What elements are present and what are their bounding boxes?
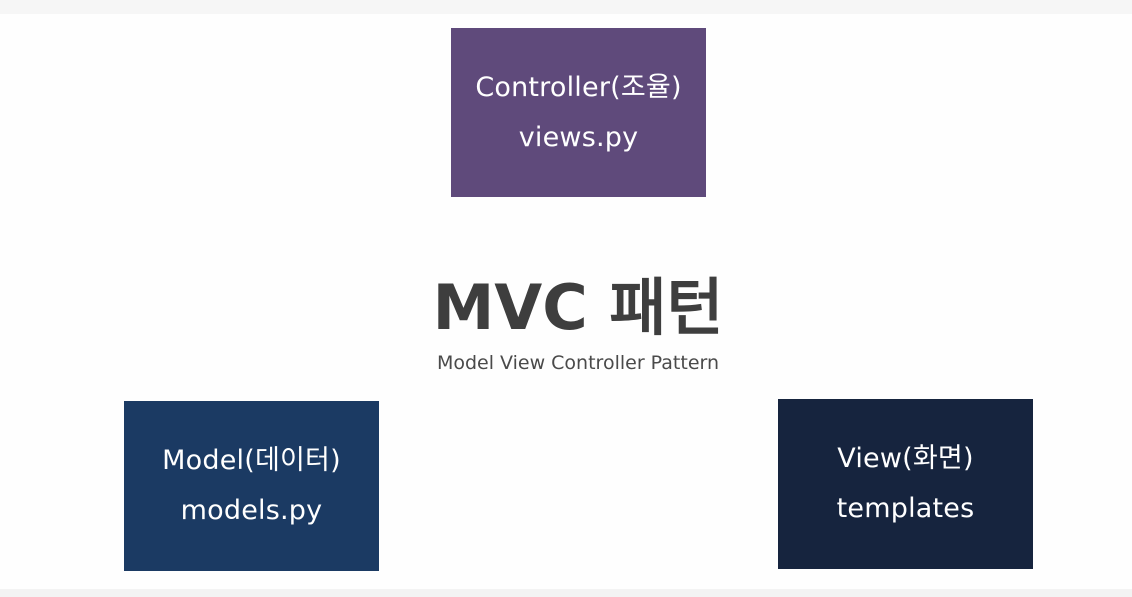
model-box: Model(데이터) models.py xyxy=(124,401,379,571)
controller-box: Controller(조율) views.py xyxy=(451,28,706,197)
top-strip xyxy=(0,0,1132,14)
view-label: View(화면) xyxy=(837,443,974,474)
controller-label: Controller(조율) xyxy=(475,71,682,103)
view-box: View(화면) templates xyxy=(778,399,1033,569)
controller-file: views.py xyxy=(518,121,639,153)
diagram-title: MVC 패턴 xyxy=(432,271,724,344)
model-label: Model(데이터) xyxy=(162,445,341,476)
view-file: templates xyxy=(836,493,975,524)
model-file: models.py xyxy=(180,495,323,526)
bottom-strip xyxy=(0,589,1132,597)
diagram-subtitle: Model View Controller Pattern xyxy=(436,352,720,374)
